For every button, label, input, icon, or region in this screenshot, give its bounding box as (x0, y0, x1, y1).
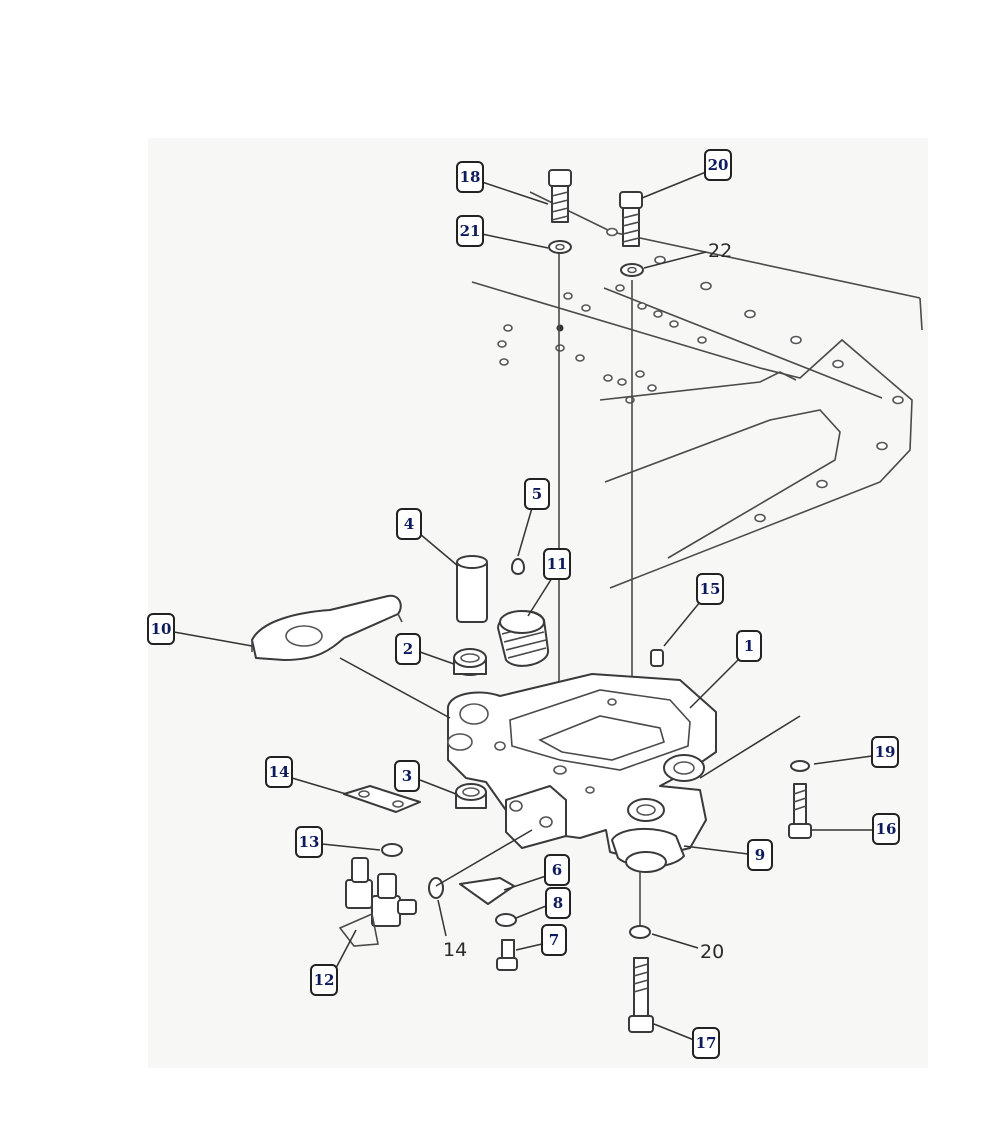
callout-8: 8 (545, 887, 571, 919)
callout-4: 4 (396, 508, 422, 540)
callout-1-label: 1 (744, 637, 754, 655)
callout-20: 20 (704, 149, 732, 181)
plate-14 (343, 785, 421, 813)
washer-22-hole (627, 266, 637, 274)
fittings-12 (338, 857, 417, 947)
callout-15-label: 15 (700, 580, 721, 598)
washer-8 (495, 913, 517, 927)
callout-10-label: 10 (151, 620, 172, 638)
bolt-17 (628, 957, 654, 1033)
arm-9-hub (625, 851, 667, 873)
lever-10 (251, 594, 403, 661)
plain-label-22: 22 (708, 240, 732, 262)
callout-18-label: 18 (460, 168, 481, 186)
callout-13-label: 13 (299, 833, 320, 851)
callout-6: 6 (544, 854, 570, 886)
o-ring-14 (428, 877, 444, 899)
callout-9: 9 (747, 839, 773, 871)
callout-3: 3 (394, 760, 420, 792)
washer-21-hole (555, 243, 565, 251)
callout-14: 14 (265, 756, 293, 788)
callout-9-label: 9 (755, 846, 765, 864)
bolt-7 (496, 939, 518, 971)
callout-13: 13 (295, 826, 323, 858)
callout-2-label: 2 (403, 640, 413, 658)
callout-10: 10 (147, 613, 175, 645)
callout-19: 19 (871, 736, 899, 768)
bolt-18 (548, 169, 572, 223)
bolt-20 (619, 191, 643, 247)
callout-16-label: 16 (876, 820, 897, 838)
bolt-16 (788, 783, 812, 839)
callout-18: 18 (456, 161, 484, 193)
bushing-11 (497, 610, 549, 667)
plain-label-14: 14 (443, 939, 467, 961)
plain-label-20: 20 (700, 941, 724, 963)
callout-17-label: 17 (696, 1034, 717, 1052)
housing-frame (471, 191, 923, 589)
housing-1 (447, 673, 717, 861)
bearing-3 (455, 783, 487, 809)
callout-3-label: 3 (402, 767, 412, 785)
o-ring-13 (381, 843, 403, 857)
callout-6-label: 6 (552, 861, 562, 879)
callout-8-label: 8 (553, 894, 563, 912)
callout-2: 2 (395, 633, 421, 665)
callout-7: 7 (541, 924, 567, 956)
key-5 (511, 558, 525, 575)
callout-20-label: 20 (708, 156, 729, 174)
callout-1: 1 (736, 630, 762, 662)
callout-12-label: 12 (314, 971, 335, 989)
washer-20-lower (629, 925, 651, 939)
callout-7-label: 7 (549, 931, 559, 949)
callout-15: 15 (696, 573, 724, 605)
callout-21-label: 21 (460, 222, 481, 240)
dowel-15 (650, 649, 664, 667)
callout-5: 5 (524, 478, 550, 510)
leader-lines (173, 171, 874, 1041)
callout-11-label: 11 (547, 555, 568, 573)
callout-4-label: 4 (404, 515, 414, 533)
callout-12: 12 (310, 964, 338, 996)
callout-19-label: 19 (875, 743, 896, 761)
callout-21: 21 (456, 215, 484, 247)
callout-16: 16 (872, 813, 900, 845)
pin-4 (456, 555, 488, 623)
washer-19 (790, 760, 810, 772)
scan-background (148, 138, 928, 1068)
callout-11: 11 (543, 548, 571, 580)
callout-14-label: 14 (269, 763, 290, 781)
callout-5-label: 5 (532, 485, 542, 503)
bearing-2 (453, 648, 487, 676)
callout-17: 17 (692, 1027, 720, 1059)
